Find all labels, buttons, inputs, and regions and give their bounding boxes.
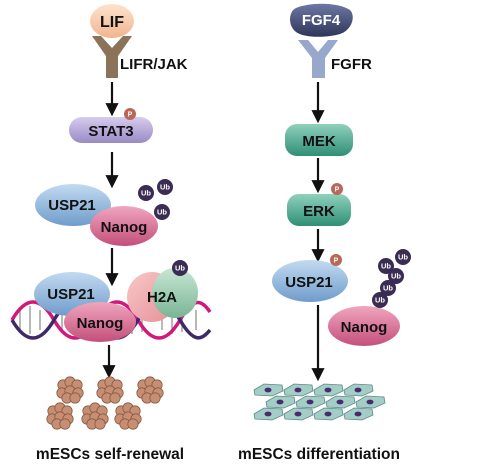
stat3-label: STAT3 (88, 123, 133, 140)
ubiquitin-icon: Ub Ub Ub (138, 179, 173, 220)
nanog-protein (90, 206, 158, 246)
h2a-label: H2A (147, 289, 177, 306)
stem-cell-colony (46, 402, 74, 430)
nanog-protein (64, 302, 136, 342)
lifr-jak-receptor: LIFR/JAK (92, 36, 188, 78)
stem-cell-colony (96, 376, 124, 404)
lifr-jak-label: LIFR/JAK (120, 56, 188, 73)
differentiated-cell (313, 407, 344, 421)
fgf4-ligand: FGF4 (290, 3, 353, 37)
erk-label: ERK (303, 203, 335, 220)
stem-cell-colony (114, 402, 142, 430)
fgf4-label: FGF4 (302, 12, 341, 29)
ub-label-h2a: Ub (175, 264, 185, 273)
mek-label: MEK (302, 133, 336, 150)
nanog-label-right: Nanog (341, 319, 388, 336)
nanog-protein (328, 306, 400, 346)
ub-label-1: Ub (141, 189, 151, 198)
differentiated-cells (253, 383, 386, 421)
erk-protein: ERK P (287, 183, 351, 226)
differentiated-cell (295, 395, 326, 409)
phospho-label-erk: P (335, 187, 340, 194)
usp21-nanog-complex: USP21 Nanog Ub Ub Ub (35, 179, 173, 246)
mek-protein: MEK (285, 124, 353, 156)
stem-cell-colony (56, 376, 84, 404)
differentiated-cell (355, 395, 386, 409)
stat3-protein: STAT3 P (69, 108, 153, 143)
ub-label-3: Ub (157, 208, 167, 217)
differentiated-cell (343, 383, 374, 397)
usp21-label-lower: USP21 (47, 286, 95, 303)
differentiation-outcome-label: mESCs differentiation (238, 446, 400, 463)
stem-cell-colony (136, 376, 164, 404)
lif-label: LIF (100, 14, 124, 31)
ub-label-r2: Ub (398, 253, 408, 262)
nanog-label-upper: Nanog (101, 219, 148, 236)
differentiated-cell (343, 407, 374, 421)
ub-label-r1: Ub (381, 262, 391, 271)
stem-cell-colonies (46, 376, 164, 430)
differentiated-cell (283, 407, 314, 421)
usp21-label-right: USP21 (285, 274, 333, 291)
usp21-label-upper: USP21 (48, 197, 96, 214)
fgfr-receptor: FGFR (298, 40, 372, 78)
differentiated-cell (325, 395, 356, 409)
phospho-icon (124, 108, 136, 120)
h2a-histone: H2A Ub (127, 260, 198, 322)
usp21-nanog-chromatin-complex: USP21 Nanog (34, 272, 136, 342)
nanog-ubiquitinated: Nanog Ub Ub Ub Ub Ub (328, 249, 411, 346)
differentiated-cell (283, 383, 314, 397)
phospho-icon (330, 254, 342, 266)
usp21-phospho-protein: USP21 P (272, 254, 348, 302)
phospho-icon (331, 183, 343, 195)
differentiated-cell (253, 407, 284, 421)
ub-label-r3: Ub (391, 272, 401, 281)
ub-label-r4: Ub (383, 284, 393, 293)
differentiated-cell (313, 383, 344, 397)
usp21-protein (35, 184, 111, 226)
polyubiquitin-chain-icon: Ub Ub Ub Ub Ub (372, 249, 411, 308)
differentiated-cell (253, 383, 284, 397)
fgfr-label: FGFR (331, 56, 372, 73)
stem-cell-colony (81, 402, 109, 430)
ub-label-r5: Ub (375, 296, 385, 305)
differentiated-cell (265, 395, 296, 409)
ub-label-2: Ub (160, 183, 170, 192)
self-renewal-outcome-label: mESCs self-renewal (36, 446, 184, 463)
phospho-label-usp21: P (334, 258, 339, 265)
ubiquitin-icon (172, 260, 188, 276)
nanog-label-lower: Nanog (77, 315, 124, 332)
phospho-label-stat3: P (128, 112, 133, 119)
lif-ligand: LIF (90, 4, 134, 38)
